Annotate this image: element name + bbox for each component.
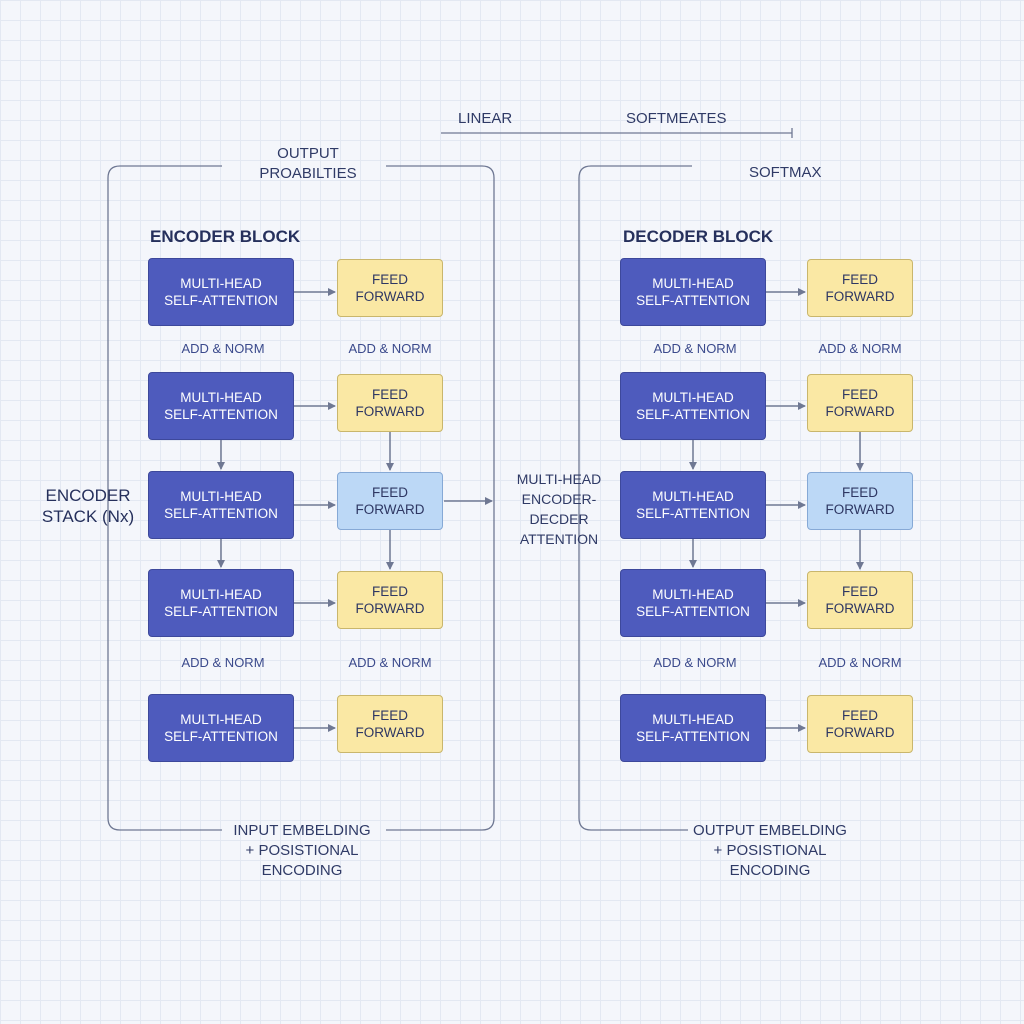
decoder-feed-forward-2: FEED FORWARD: [807, 374, 913, 432]
encoder-self-attention-5: MULTI-HEAD SELF-ATTENTION: [148, 694, 294, 762]
decoder-self-attention-3: MULTI-HEAD SELF-ATTENTION: [620, 471, 766, 539]
encoder-feed-forward-2: FEED FORWARD: [337, 374, 443, 432]
input-embedding-label: INPUT EMBELDING + POSISTIONAL ENCODING: [233, 822, 371, 879]
decoder-self-attention-2: MULTI-HEAD SELF-ATTENTION: [620, 372, 766, 440]
encoder-self-attention-1: MULTI-HEAD SELF-ATTENTION: [148, 258, 294, 326]
softmax-label: SOFTMAX: [749, 164, 822, 181]
softmeates-label: SOFTMEATES: [626, 110, 727, 127]
encoder-add-norm-top-1: ADD & NORM: [181, 341, 265, 356]
encoder-feed-forward-1: FEED FORWARD: [337, 259, 443, 317]
encoder-feed-forward-4: FEED FORWARD: [337, 571, 443, 629]
linear-label: LINEAR: [458, 110, 513, 127]
encoder-feed-forward-3: FEED FORWARD: [337, 472, 443, 530]
decoder-feed-forward-5: FEED FORWARD: [807, 695, 913, 753]
encoder-add-norm-top-2: ADD & NORM: [348, 341, 432, 356]
top-rule: [441, 128, 793, 138]
encoder-stack-label: ENCODER STACK (Nx): [41, 486, 135, 526]
decoder-self-attention-1: MULTI-HEAD SELF-ATTENTION: [620, 258, 766, 326]
encoder-feed-forward-5: FEED FORWARD: [337, 695, 443, 753]
encoder-add-norm-bottom-1: ADD & NORM: [181, 655, 265, 670]
decoder-self-attention-5: MULTI-HEAD SELF-ATTENTION: [620, 694, 766, 762]
decoder-add-norm-bottom-1: ADD & NORM: [653, 655, 737, 670]
output-embedding-label: OUTPUT EMBELDING + POSISTIONAL ENCODING: [693, 822, 847, 879]
decoder-feed-forward-3: FEED FORWARD: [807, 472, 913, 530]
decoder-frame: [578, 165, 692, 831]
decoder-feed-forward-4: FEED FORWARD: [807, 571, 913, 629]
encoder-frame: [107, 165, 495, 831]
decoder-add-norm-top-2: ADD & NORM: [818, 341, 902, 356]
encoder-block-title: ENCODER BLOCK: [150, 227, 301, 246]
decoder-self-attention-4: MULTI-HEAD SELF-ATTENTION: [620, 569, 766, 637]
decoder-add-norm-top-1: ADD & NORM: [653, 341, 737, 356]
decoder-feed-forward-1: FEED FORWARD: [807, 259, 913, 317]
encoder-self-attention-3: MULTI-HEAD SELF-ATTENTION: [148, 471, 294, 539]
encoder-add-norm-bottom-2: ADD & NORM: [348, 655, 432, 670]
encoder-decoder-attention-label: MULTI-HEAD ENCODER-DECDER ATTENTION: [516, 471, 602, 547]
encoder-self-attention-4: MULTI-HEAD SELF-ATTENTION: [148, 569, 294, 637]
encoder-self-attention-2: MULTI-HEAD SELF-ATTENTION: [148, 372, 294, 440]
decoder-add-norm-bottom-2: ADD & NORM: [818, 655, 902, 670]
output-probabilities-label: OUTPUT PROABILTIES: [259, 145, 357, 182]
decoder-block-title: DECODER BLOCK: [623, 227, 774, 246]
